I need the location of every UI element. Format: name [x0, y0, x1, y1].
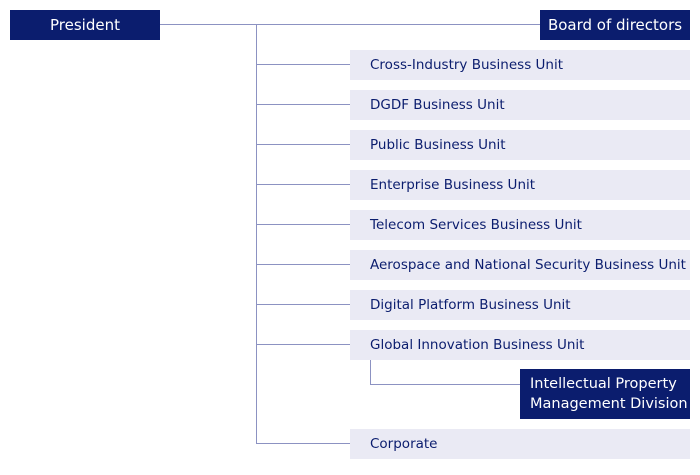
- dgdf-unit-box: DGDF Business Unit: [350, 90, 690, 120]
- sub-connector-vertical: [370, 359, 371, 384]
- branch-public: [256, 144, 350, 145]
- unit-label: Cross-Industry Business Unit: [370, 57, 564, 73]
- enterprise-unit-box: Enterprise Business Unit: [350, 170, 690, 200]
- telecom-unit-box: Telecom Services Business Unit: [350, 210, 690, 240]
- branch-digital-platform: [256, 304, 350, 305]
- digital-platform-unit-box: Digital Platform Business Unit: [350, 290, 690, 320]
- board-label: Board of directors: [547, 16, 683, 34]
- corporate-box: Corporate: [350, 429, 690, 459]
- aerospace-unit-box: Aerospace and National Security Business…: [350, 250, 690, 280]
- unit-label: Aerospace and National Security Business…: [370, 257, 686, 273]
- public-unit-box: Public Business Unit: [350, 130, 690, 160]
- ip-division-label-line1: Intellectual Property: [530, 376, 677, 392]
- unit-label: Public Business Unit: [370, 137, 506, 153]
- unit-label: Enterprise Business Unit: [370, 177, 536, 193]
- president-board-connector: [160, 24, 540, 25]
- sub-connector-horizontal: [370, 384, 520, 385]
- unit-label: Digital Platform Business Unit: [370, 297, 571, 313]
- branch-dgdf: [256, 104, 350, 105]
- unit-label: DGDF Business Unit: [370, 97, 505, 113]
- board-of-directors-box: Board of directors: [540, 10, 690, 40]
- president-label: President: [50, 16, 120, 34]
- corporate-label: Corporate: [370, 436, 438, 452]
- branch-enterprise: [256, 184, 350, 185]
- branch-corporate: [256, 443, 350, 444]
- cross-industry-unit-box: Cross-Industry Business Unit: [350, 50, 690, 80]
- branch-global-innovation: [256, 344, 350, 345]
- unit-label: Telecom Services Business Unit: [370, 217, 582, 233]
- branch-cross-industry: [256, 64, 350, 65]
- branch-telecom: [256, 224, 350, 225]
- president-box: President: [10, 10, 160, 40]
- ip-management-division-box: Intellectual Property Management Divisio…: [520, 369, 690, 419]
- global-innovation-unit-box: Global Innovation Business Unit: [350, 330, 690, 360]
- ip-division-label-line2: Management Division: [530, 396, 688, 412]
- main-trunk-line: [256, 24, 257, 444]
- branch-aerospace: [256, 264, 350, 265]
- unit-label: Global Innovation Business Unit: [370, 337, 585, 353]
